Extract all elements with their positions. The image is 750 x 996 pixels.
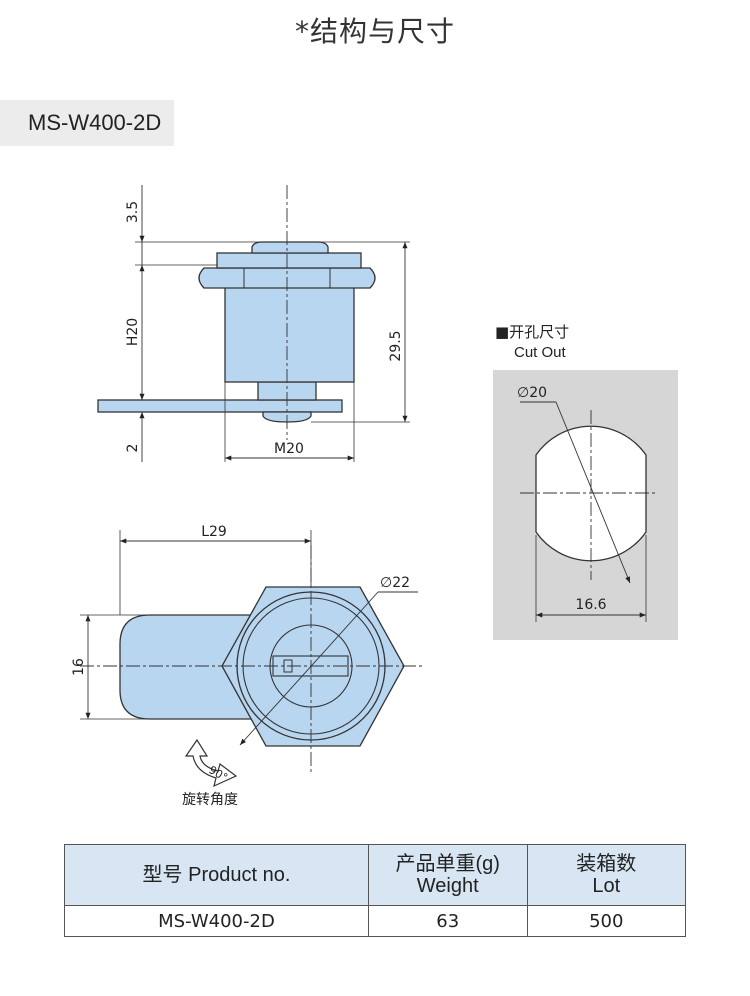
page-title: *结构与尺寸 [294, 15, 455, 48]
cell-weight: 63 [367, 905, 528, 937]
side-view: 3.5 H20 2 29.5 M20 [97, 185, 410, 462]
dim-top-clearance: 3.5 [125, 201, 141, 223]
cutout-label-cn: ■开孔尺寸 [495, 323, 569, 341]
technical-drawing: 3.5 H20 2 29.5 M20 ∅22 L29 16 [71, 185, 678, 808]
dim-thread: M20 [274, 441, 304, 457]
dim-lever-width: 16 [71, 658, 87, 676]
cutout-shape [535, 425, 647, 562]
dim-lever-length: L29 [201, 524, 227, 540]
dim-height: H20 [125, 318, 141, 346]
header-product-no: 型号 Product no. [64, 844, 369, 906]
cap [251, 241, 329, 254]
dim-total-height: 29.5 [388, 330, 404, 361]
front-view: ∅22 L29 16 90° 旋转角度 [71, 524, 425, 808]
header-weight: 产品单重(g)Weight [367, 844, 528, 906]
body-cylinder [224, 284, 355, 383]
dim-diameter: ∅22 [380, 575, 410, 591]
dim-bottom-thickness: 2 [125, 444, 141, 453]
cutout-width: 16.6 [575, 597, 606, 613]
cutout-label-en: Cut Out [514, 344, 567, 361]
rotation-label: 旋转角度 [182, 792, 238, 808]
cutout-panel: ■开孔尺寸 Cut Out ∅20 16.6 [493, 323, 678, 640]
washer [216, 252, 362, 269]
cutout-diameter: ∅20 [517, 385, 547, 401]
lever-plate [97, 399, 343, 413]
rotation-angle: 90° [207, 763, 230, 784]
model-label: MS-W400-2D [0, 100, 174, 146]
rotation-arrow-icon [184, 738, 238, 788]
table-row: MS-W400-2D 63 500 [64, 905, 687, 937]
cell-lot: 500 [526, 905, 687, 937]
cell-product-no: MS-W400-2D [64, 905, 369, 937]
